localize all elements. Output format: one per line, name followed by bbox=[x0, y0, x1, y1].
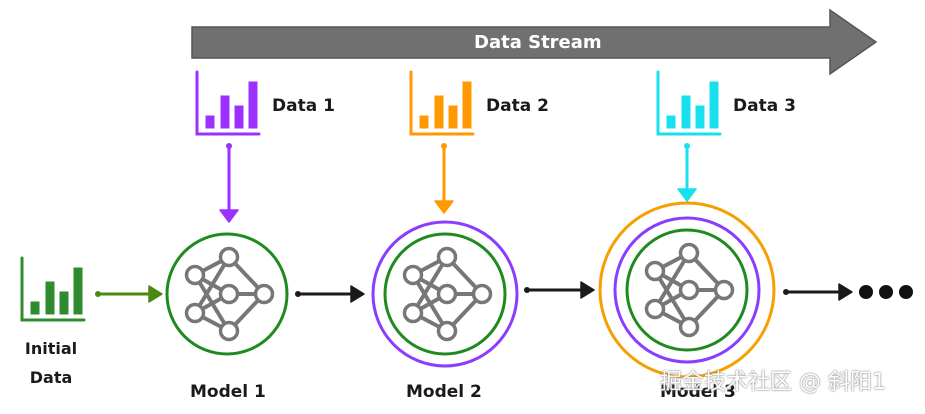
network-node bbox=[678, 316, 700, 338]
network-node bbox=[436, 320, 458, 342]
chart-bar bbox=[462, 81, 472, 129]
model-ring bbox=[598, 201, 776, 379]
model-3-to-next-arrow bbox=[783, 283, 853, 301]
model-2-to-model-3-arrow bbox=[524, 281, 595, 299]
chart-bar bbox=[45, 281, 55, 315]
initial-data-label: Initial Data bbox=[16, 334, 86, 392]
arrow-head bbox=[677, 188, 697, 202]
model-2-label: Model 2 bbox=[406, 382, 482, 402]
network-node bbox=[402, 302, 424, 324]
ellipsis-dots bbox=[859, 285, 913, 299]
model-ring bbox=[625, 228, 749, 352]
watermark-text: 掘金技术社区 @ 斜阳1 bbox=[660, 370, 886, 395]
arrow-head bbox=[148, 285, 163, 303]
initial-data-label-line-1: Initial bbox=[24, 339, 78, 358]
network-node bbox=[644, 298, 666, 320]
chart-bar bbox=[220, 95, 230, 129]
network-node bbox=[678, 279, 700, 301]
model-ring bbox=[613, 216, 761, 364]
arrow-head bbox=[838, 283, 853, 301]
model-1-network-icon bbox=[165, 232, 289, 356]
data-2-bar-chart-icon bbox=[409, 70, 475, 136]
model-1-label: Model 1 bbox=[190, 382, 266, 402]
chart-bar bbox=[59, 291, 69, 315]
chart-bar bbox=[448, 105, 458, 129]
network-node bbox=[218, 283, 240, 305]
initial-to-model-1-arrow bbox=[95, 285, 163, 303]
network-node bbox=[218, 246, 240, 268]
model-ring bbox=[165, 232, 289, 356]
chart-axis bbox=[195, 70, 261, 136]
network-edge bbox=[193, 255, 231, 315]
chart-bar bbox=[248, 81, 258, 129]
network-node bbox=[678, 242, 700, 264]
data-2-feed-arrow bbox=[434, 143, 454, 214]
chart-axis bbox=[656, 70, 722, 136]
chart-bar bbox=[234, 105, 244, 129]
initial-data-label-line-2: Data bbox=[29, 368, 73, 387]
initial-data-bar-chart-icon bbox=[20, 256, 86, 322]
network-node bbox=[644, 260, 666, 282]
chart-bar bbox=[695, 105, 705, 129]
data-2-label: Data 2 bbox=[486, 96, 549, 116]
chart-bar bbox=[709, 81, 719, 129]
arrow-head bbox=[580, 281, 595, 299]
network-edge bbox=[411, 255, 449, 315]
chart-bar bbox=[30, 301, 40, 315]
model-ring bbox=[371, 220, 519, 368]
network-node bbox=[184, 302, 206, 324]
network-node bbox=[436, 246, 458, 268]
ellipsis-dot bbox=[879, 285, 893, 299]
chart-bar bbox=[434, 95, 444, 129]
chart-bar bbox=[419, 115, 429, 129]
network-node bbox=[713, 279, 735, 301]
network-node bbox=[184, 264, 206, 286]
ellipsis-dot bbox=[859, 285, 873, 299]
data-3-bar-chart-icon bbox=[656, 70, 722, 136]
model-3-network-icon bbox=[598, 201, 776, 379]
chart-axis bbox=[409, 70, 475, 136]
network-node bbox=[436, 283, 458, 305]
network-node bbox=[218, 320, 240, 342]
ellipsis-dot bbox=[899, 285, 913, 299]
chart-bar bbox=[73, 267, 83, 315]
model-1-to-model-2-arrow bbox=[295, 285, 365, 303]
chart-bar bbox=[205, 115, 215, 129]
arrow-head bbox=[434, 200, 454, 214]
model-3-label: Model 3 bbox=[660, 382, 736, 402]
data-1-label: Data 1 bbox=[272, 96, 335, 116]
chart-bar bbox=[666, 115, 676, 129]
arrow-head bbox=[350, 285, 365, 303]
model-2-network-icon bbox=[371, 220, 519, 368]
chart-bar bbox=[681, 95, 691, 129]
data-stream-arrow bbox=[191, 8, 878, 76]
data-3-feed-arrow bbox=[677, 143, 697, 202]
network-edge bbox=[653, 251, 691, 311]
network-node bbox=[253, 283, 275, 305]
data-1-feed-arrow bbox=[219, 143, 239, 223]
model-ring bbox=[383, 232, 507, 356]
network-node bbox=[402, 264, 424, 286]
arrow-head bbox=[219, 209, 239, 223]
network-node bbox=[471, 283, 493, 305]
data-1-bar-chart-icon bbox=[195, 70, 261, 136]
chart-axis bbox=[20, 256, 86, 322]
data-stream-label: Data Stream bbox=[474, 32, 602, 53]
data-3-label: Data 3 bbox=[733, 96, 796, 116]
